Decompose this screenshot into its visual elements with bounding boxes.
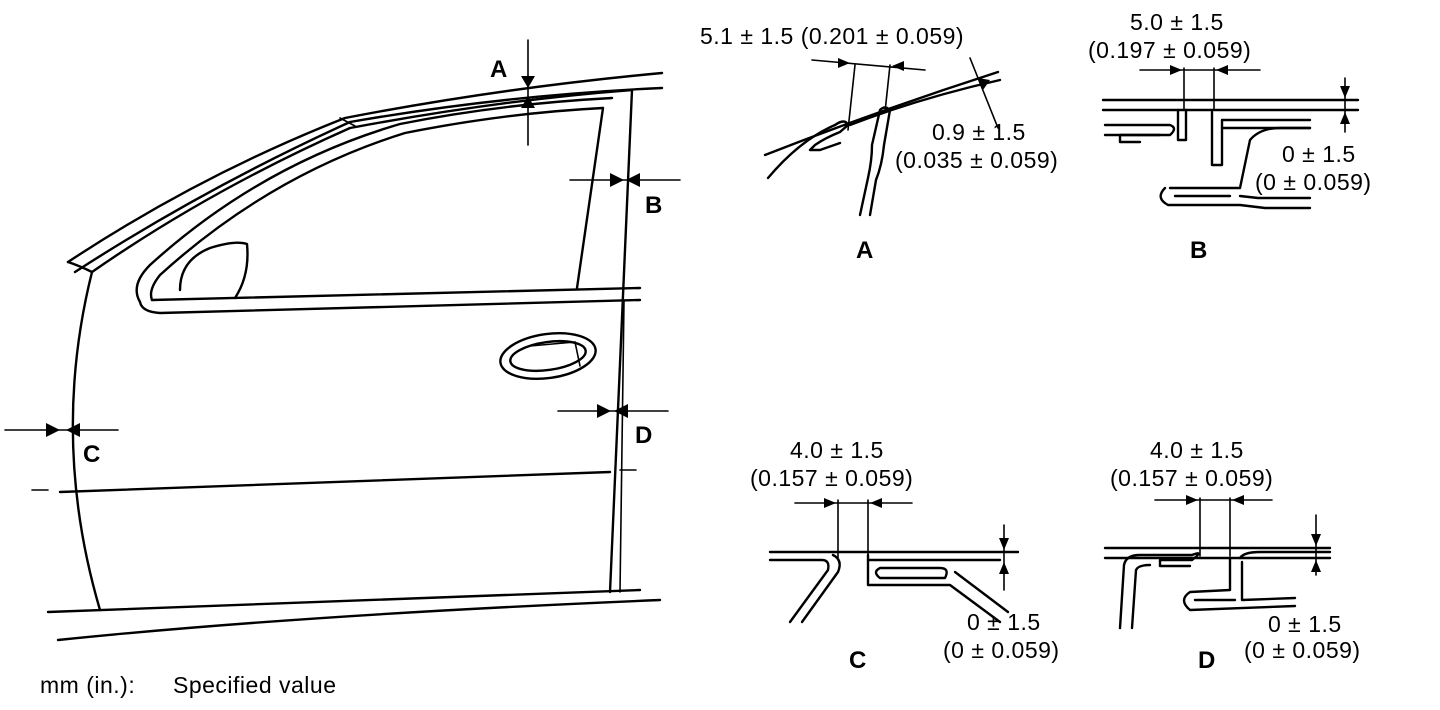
d-arrow-left	[597, 404, 611, 418]
detail-d-caption: D	[1198, 647, 1215, 674]
door-label-a: A	[490, 56, 507, 83]
detail-b-dim-top-mm: 5.0 ± 1.5	[1130, 9, 1224, 35]
detail-b: 5.0 ± 1.5 (0.197 ± 0.059) 0 ± 1.5 (0 ± 0…	[1088, 9, 1372, 264]
legend: mm (in.): Specified value	[40, 672, 337, 698]
d-arrow-right	[614, 404, 628, 418]
detail-c: 4.0 ± 1.5 (0.157 ± 0.059) 0 ± 1.5 (0 ± 0…	[750, 437, 1060, 674]
detail-c-caption: C	[849, 647, 866, 674]
detail-d-dim-top-in: (0.157 ± 0.059)	[1110, 465, 1273, 491]
detail-a-dim-top: 5.1 ± 1.5 (0.201 ± 0.059)	[700, 23, 964, 49]
c-arrow-right	[66, 423, 80, 437]
detail-a-caption: A	[856, 237, 873, 264]
c-arrow-left	[46, 423, 60, 437]
detail-b-dim-side-mm: 0 ± 1.5	[1282, 141, 1356, 167]
detail-c-dim-top-in: (0.157 ± 0.059)	[750, 465, 913, 491]
door-label-c: C	[83, 441, 100, 468]
detail-d: 4.0 ± 1.5 (0.157 ± 0.059) 0 ± 1.5 (0 ± 0…	[1103, 437, 1361, 674]
detail-c-dim-side-in: (0 ± 0.059)	[943, 637, 1060, 663]
door-label-b: B	[645, 192, 662, 219]
detail-d-dim-side-mm: 0 ± 1.5	[1268, 611, 1342, 637]
detail-d-dim-side-in: (0 ± 0.059)	[1244, 637, 1361, 663]
legend-meaning: Specified value	[173, 672, 337, 698]
detail-c-dim-top-mm: 4.0 ± 1.5	[790, 437, 884, 463]
b-arrow-left	[610, 173, 624, 187]
door-label-d: D	[635, 422, 652, 449]
detail-a-dim-side-mm: 0.9 ± 1.5	[932, 119, 1026, 145]
legend-units: mm (in.):	[40, 672, 135, 698]
a-arrow-top	[521, 76, 535, 88]
door-side-view: A B C D	[4, 39, 681, 642]
detail-c-dim-side-mm: 0 ± 1.5	[967, 609, 1041, 635]
detail-b-dim-top-in: (0.197 ± 0.059)	[1088, 37, 1251, 63]
a-arrow-bottom	[521, 96, 535, 108]
detail-a: 5.1 ± 1.5 (0.201 ± 0.059) 0.9 ± 1.5 (0.0…	[700, 23, 1058, 264]
detail-a-dim-side-in: (0.035 ± 0.059)	[895, 147, 1058, 173]
detail-b-caption: B	[1190, 237, 1207, 264]
detail-d-dim-top-mm: 4.0 ± 1.5	[1150, 437, 1244, 463]
b-arrow-right	[626, 173, 640, 187]
detail-b-dim-side-in: (0 ± 0.059)	[1255, 169, 1372, 195]
